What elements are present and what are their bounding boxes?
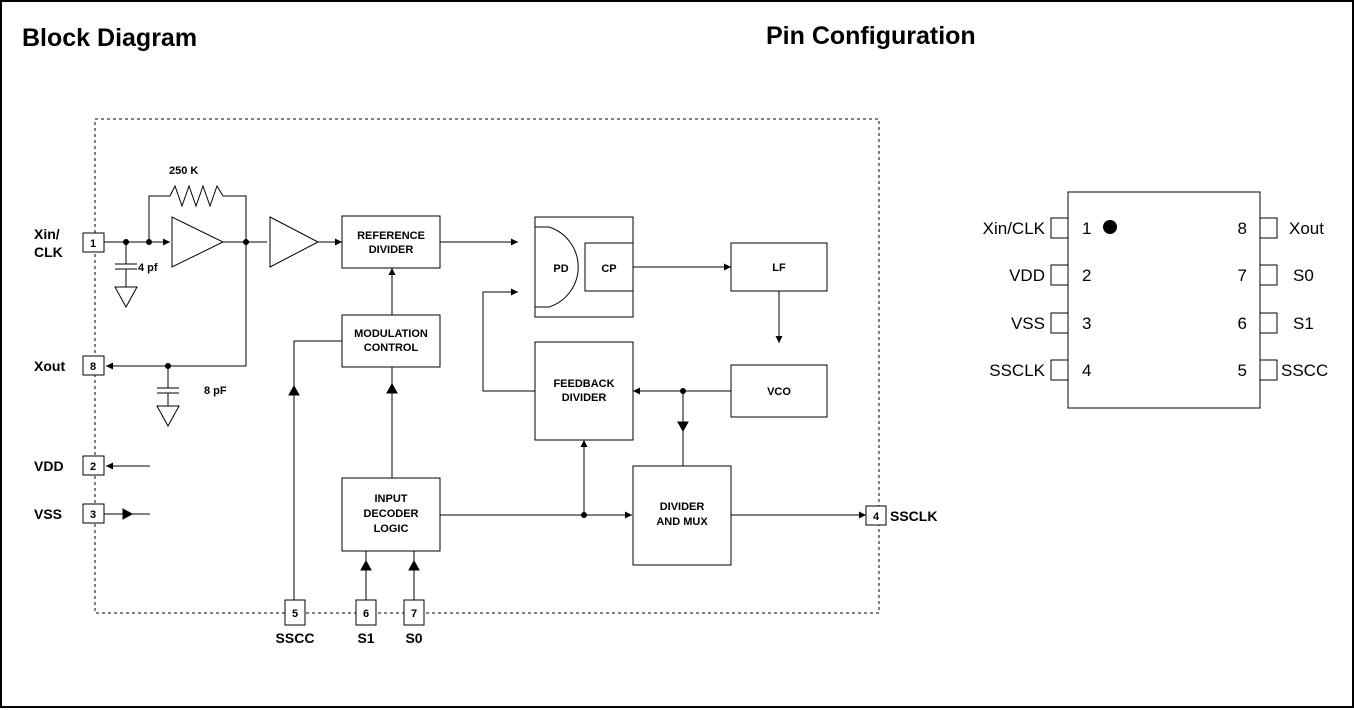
package-pin-number: 2: [1082, 266, 1091, 285]
reference-divider-label: DIVIDER: [369, 244, 414, 256]
package-pin-number: 4: [1082, 361, 1091, 380]
phase-detector: [535, 226, 579, 308]
input-decoder-block: [341, 477, 441, 552]
arrow-down: [677, 421, 689, 433]
pin-number: 4: [873, 511, 880, 523]
package-pin-name: S0: [1293, 266, 1314, 285]
arrow-up: [360, 559, 372, 571]
package-pin-name: Xout: [1289, 219, 1324, 238]
package-pin-number: 1: [1082, 219, 1091, 238]
package-pin-pad: [1050, 264, 1069, 286]
package-pin-number: 5: [1238, 361, 1247, 380]
pin-configuration: Xin/CLK 1 VDD 2 VSS 3 SSCLK 4 8 Xout 7 S…: [983, 191, 1328, 409]
loop-filter-block: [730, 242, 828, 292]
pin-box-6: [355, 599, 377, 626]
package-pin-pad: [1259, 217, 1278, 239]
pin-box-7: [403, 599, 425, 626]
pin-label-xout: Xout: [34, 358, 65, 374]
wire-sscc: [293, 340, 342, 600]
charge-pump-block: [584, 242, 634, 292]
pin-number: 2: [90, 461, 96, 473]
input-decoder-label: DECODER: [363, 508, 418, 520]
pin-label-sscc: SSCC: [276, 630, 315, 646]
pin-box-2: [82, 455, 105, 476]
block-diagram: [82, 118, 887, 626]
pin-label-xin: Xin/: [34, 226, 60, 242]
feedback-divider-label: DIVIDER: [562, 392, 607, 404]
modulation-control-label: CONTROL: [364, 342, 419, 354]
feedback-divider-label: FEEDBACK: [553, 378, 614, 390]
ground-icon: [156, 405, 180, 428]
arrow-up: [288, 384, 300, 396]
package-pin-number: 7: [1238, 266, 1247, 285]
feedback-divider-block: [534, 341, 634, 441]
package-pin-name: SSCC: [1281, 361, 1328, 380]
resistor-250k: [148, 184, 247, 242]
package-pin-number: 8: [1238, 219, 1247, 238]
reference-divider-label: REFERENCE: [357, 230, 425, 242]
pin-box-4: [865, 505, 887, 526]
pin-box-5: [284, 599, 306, 626]
package-body: [1067, 191, 1261, 409]
pin-label-vss: VSS: [34, 506, 62, 522]
divider-mux-block: [632, 465, 732, 566]
package-pin-name: VSS: [1011, 314, 1045, 333]
cap-out-label: 8 pF: [204, 385, 227, 397]
input-decoder-label: LOGIC: [374, 523, 409, 535]
lf-label: LF: [772, 262, 786, 274]
cap-in-label: 4 pf: [138, 262, 158, 274]
pin-number: 7: [411, 608, 417, 620]
arrow-vss: [122, 508, 134, 520]
package-pin-pad: [1050, 312, 1069, 334]
pin-label-vdd: VDD: [34, 458, 64, 474]
pin-box-8: [82, 355, 105, 376]
divider-mux-label: DIVIDER: [660, 501, 705, 513]
modulation-control-block: [341, 314, 441, 368]
arrow-up: [386, 382, 398, 394]
inverter-amplifier: [171, 216, 225, 268]
chip-boundary: [94, 118, 880, 614]
block-diagram-labels: 250 K 4 pf 8 pF REFERENCE DIVIDER MODULA…: [34, 165, 937, 646]
package-pin-pad: [1259, 359, 1278, 381]
package-pin-name: Xin/CLK: [983, 219, 1046, 238]
vco-label: VCO: [767, 386, 791, 398]
resistor-label: 250 K: [169, 165, 198, 177]
vco-block: [730, 364, 828, 418]
pin-configuration-title: Pin Configuration: [766, 22, 976, 50]
package-pin-number: 3: [1082, 314, 1091, 333]
package-pin-pad: [1050, 217, 1069, 239]
pin-label-ssclk: SSCLK: [890, 508, 937, 524]
pin-label-s1: S1: [357, 630, 374, 646]
package-pin-name: S1: [1293, 314, 1314, 333]
pin-number: 8: [90, 361, 96, 373]
package-pin-number: 6: [1238, 314, 1247, 333]
package-pin-pad: [1259, 264, 1278, 286]
input-decoder-label: INPUT: [375, 493, 408, 505]
pin-label-xin: CLK: [34, 244, 63, 260]
divider-mux-label: AND MUX: [656, 516, 708, 528]
package-pin-pad: [1050, 359, 1069, 381]
package-pin-name: VDD: [1009, 266, 1045, 285]
pin-number: 6: [363, 608, 369, 620]
modulation-control-label: MODULATION: [354, 328, 428, 340]
pd-label: PD: [553, 263, 568, 275]
reference-divider-block: [341, 215, 441, 269]
package-pin-name: SSCLK: [989, 361, 1045, 380]
block-diagram-title: Block Diagram: [22, 24, 198, 52]
pin-label-s0: S0: [405, 630, 422, 646]
arrow-up: [408, 559, 420, 571]
pin-number: 3: [90, 509, 96, 521]
cp-label: CP: [601, 263, 616, 275]
pin-number: 1: [90, 238, 96, 250]
ground-icon: [114, 286, 138, 309]
buffer-amplifier: [269, 216, 320, 268]
wire-feedback-pd: [482, 288, 535, 392]
pin-number: 5: [292, 608, 298, 620]
package-pin-pad: [1259, 312, 1278, 334]
pin1-marker-icon: [1103, 220, 1117, 234]
